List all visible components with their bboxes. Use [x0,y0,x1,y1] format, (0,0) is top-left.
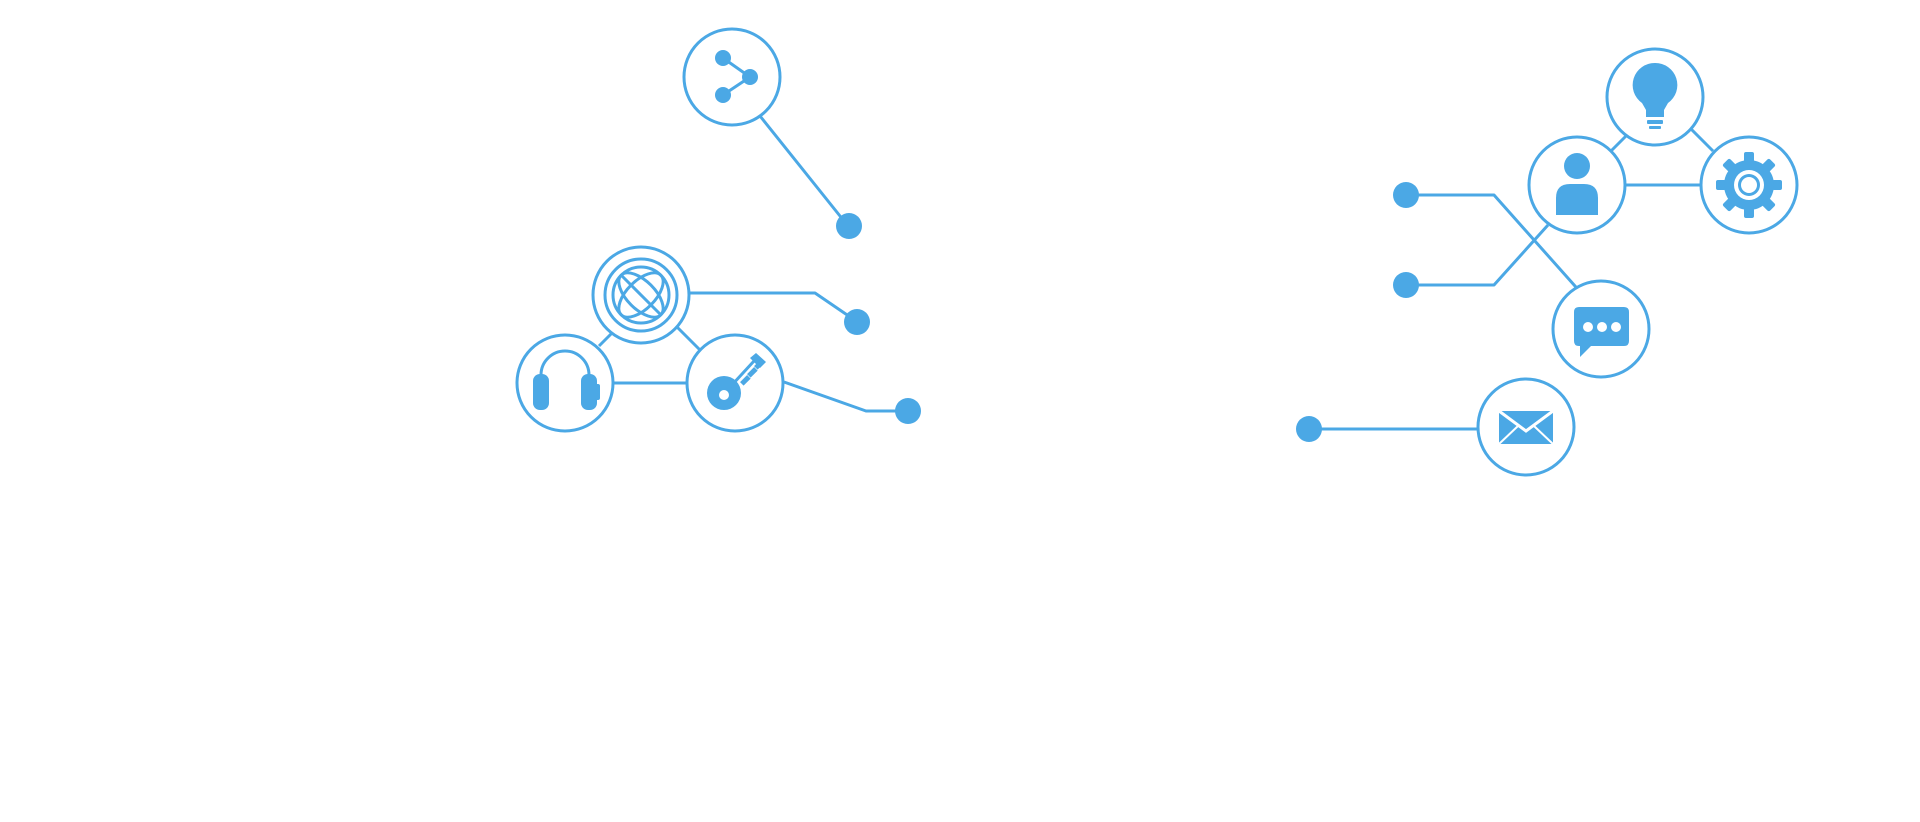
share-icon [715,50,758,103]
key-node [685,333,785,433]
headphones-icon [533,349,600,410]
connector-dot-to-chat [1406,193,1585,296]
chat-node [1551,279,1651,379]
endpoint-dot [1393,272,1419,298]
right-cluster [1296,47,1799,477]
mail-icon [1498,409,1554,445]
headphones-node [515,333,615,433]
connector-key-to-dot [783,380,907,413]
endpoint-dot [895,398,921,424]
left-cluster [515,27,921,433]
share-node [682,27,782,127]
chat-bubble-icon [1574,307,1629,357]
right-connectors [1308,126,1715,431]
gear-node [1699,135,1799,235]
lightbulb-icon [1632,62,1678,129]
gear-icon [1716,152,1782,218]
connector-globe-to-dot [690,291,857,323]
globe-node [591,245,691,345]
connector-lightbulb-to-gear [1688,126,1715,153]
endpoint-dot [836,213,862,239]
key-icon [707,353,766,410]
lightbulb-node [1605,47,1705,147]
globe-icon [603,257,679,333]
endpoint-dot [1393,182,1419,208]
connector-globe-to-headphones [597,330,615,348]
left-connectors [597,115,907,413]
user-node [1527,135,1627,235]
mail-node [1476,377,1576,477]
connector-globe-to-key [675,325,702,352]
endpoint-dot [1296,416,1322,442]
endpoint-dot [844,309,870,335]
connector-user-to-lightbulb [1609,134,1628,153]
connector-share-to-dot [758,115,850,227]
connector-dot-to-user [1406,223,1550,287]
user-icon [1556,153,1598,215]
